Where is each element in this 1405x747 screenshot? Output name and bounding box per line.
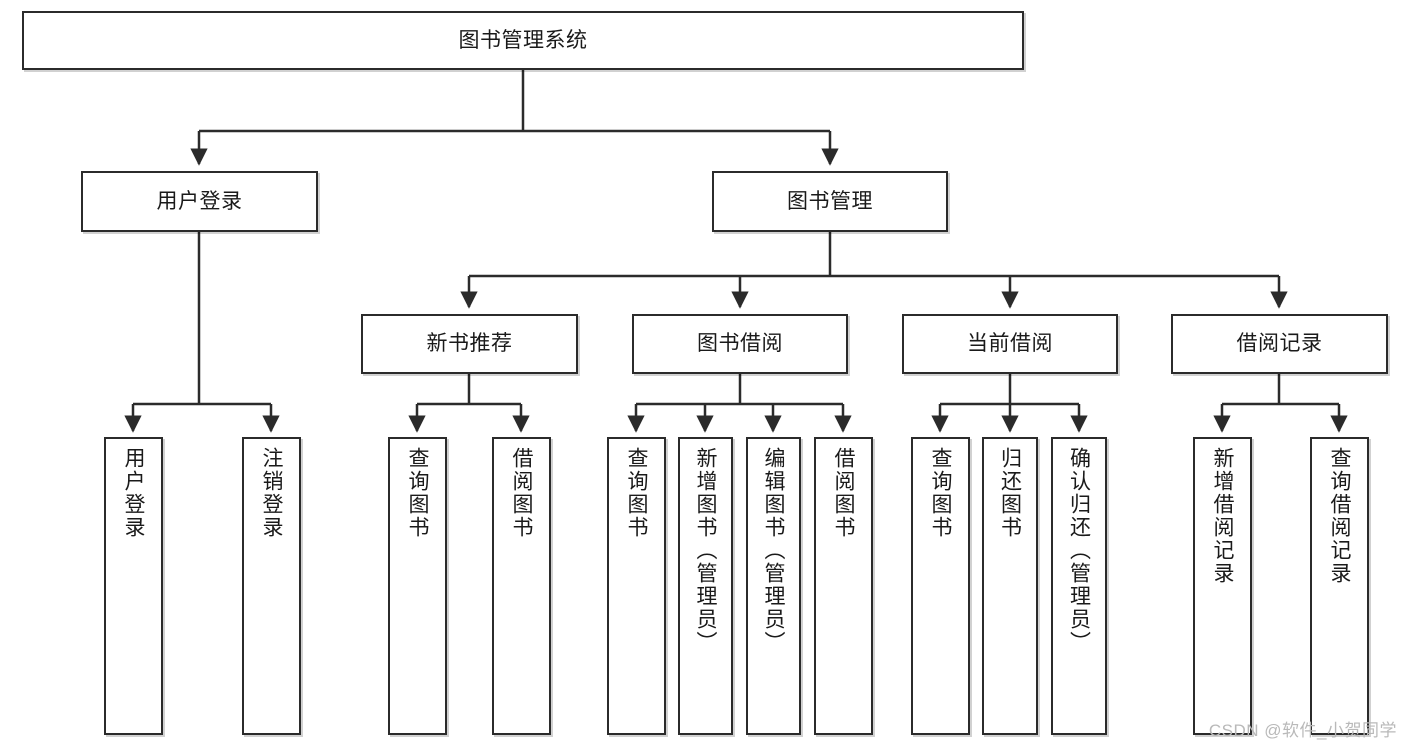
node-label: 确认归还（管理员） bbox=[1067, 447, 1091, 654]
leaf-add-borrow-record[interactable]: 新增借阅记录 bbox=[1193, 437, 1252, 735]
node-label: 新增图书（管理员） bbox=[694, 447, 717, 654]
node-book-borrow[interactable]: 图书借阅 bbox=[632, 314, 848, 374]
node-borrow-records[interactable]: 借阅记录 bbox=[1171, 314, 1388, 374]
node-label: 图书借阅 bbox=[697, 332, 783, 356]
node-user-login[interactable]: 用户登录 bbox=[81, 171, 318, 232]
leaf-borrow-book-newbook[interactable]: 借阅图书 bbox=[492, 437, 551, 735]
node-label: 用户登录 bbox=[122, 447, 145, 539]
leaf-logout[interactable]: 注销登录 bbox=[242, 437, 301, 735]
leaf-borrow-book-borrow[interactable]: 借阅图书 bbox=[814, 437, 873, 735]
node-label: 归还图书 bbox=[998, 447, 1022, 539]
node-label: 当前借阅 bbox=[967, 332, 1053, 356]
node-label: 编辑图书（管理员） bbox=[762, 447, 785, 654]
leaf-query-book-borrow[interactable]: 查询图书 bbox=[607, 437, 666, 735]
leaf-edit-book-admin[interactable]: 编辑图书（管理员） bbox=[746, 437, 801, 735]
leaf-query-book-current[interactable]: 查询图书 bbox=[911, 437, 970, 735]
leaf-user-login[interactable]: 用户登录 bbox=[104, 437, 163, 735]
node-label: 查询图书 bbox=[625, 447, 648, 539]
csdn-watermark: CSDN @软件_小贺同学 bbox=[1208, 721, 1397, 740]
leaf-add-book-admin[interactable]: 新增图书（管理员） bbox=[678, 437, 733, 735]
node-label: 查询借阅记录 bbox=[1328, 447, 1351, 585]
leaf-query-borrow-record[interactable]: 查询借阅记录 bbox=[1310, 437, 1369, 735]
node-label: 查询图书 bbox=[406, 447, 429, 539]
leaf-confirm-return-admin[interactable]: 确认归还（管理员） bbox=[1051, 437, 1107, 735]
node-label: 查询图书 bbox=[929, 447, 952, 539]
node-label: 借阅记录 bbox=[1236, 332, 1323, 356]
node-current-borrow[interactable]: 当前借阅 bbox=[902, 314, 1118, 374]
node-new-book-recommend[interactable]: 新书推荐 bbox=[361, 314, 578, 374]
leaf-return-book[interactable]: 归还图书 bbox=[982, 437, 1038, 735]
node-label: 新增借阅记录 bbox=[1211, 447, 1234, 585]
node-label: 新书推荐 bbox=[426, 332, 513, 356]
node-root[interactable]: 图书管理系统 bbox=[22, 11, 1024, 70]
node-label: 借阅图书 bbox=[832, 447, 855, 539]
node-label: 借阅图书 bbox=[510, 447, 533, 539]
node-label: 图书管理系统 bbox=[458, 28, 588, 52]
leaf-query-book-newbook[interactable]: 查询图书 bbox=[388, 437, 447, 735]
node-book-management[interactable]: 图书管理 bbox=[712, 171, 948, 232]
node-label: 图书管理 bbox=[787, 189, 873, 213]
node-label: 用户登录 bbox=[156, 189, 243, 213]
node-label: 注销登录 bbox=[260, 447, 283, 539]
